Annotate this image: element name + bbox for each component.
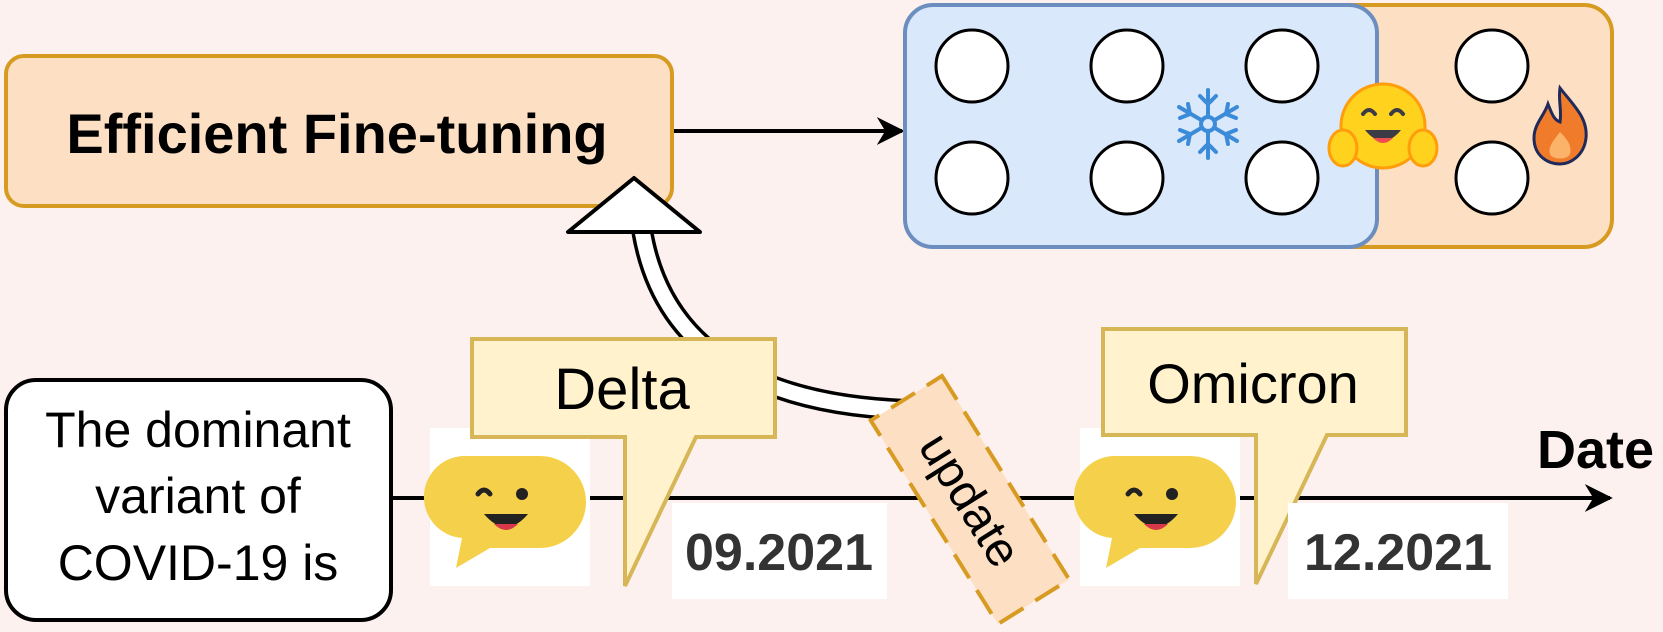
chat-emoji-icon: [1073, 428, 1240, 586]
query-line: variant of: [95, 468, 301, 524]
frozen-neuron: [1089, 140, 1165, 216]
trainable-neuron: [1454, 140, 1530, 216]
chat-emoji-icon: [423, 428, 590, 586]
answer-callout: Omicron: [1101, 327, 1408, 585]
model-panel: [903, 3, 1614, 249]
snowflake-icon: [1177, 88, 1239, 160]
date-tag: 09.2021: [672, 503, 887, 599]
frozen-neuron: [1089, 28, 1165, 104]
update-tag: update: [868, 373, 1072, 627]
axis-label: Date: [1537, 420, 1654, 480]
fine-tuning-box: Efficient Fine-tuning: [4, 54, 674, 208]
answer-callout: Delta: [470, 337, 777, 587]
query-box: The dominant variant of COVID-19 is: [4, 378, 393, 622]
fine-tuning-title: Efficient Fine-tuning: [66, 102, 607, 165]
query-line: COVID-19 is: [58, 535, 339, 591]
frozen-neuron: [1244, 140, 1320, 216]
frozen-neuron: [934, 140, 1010, 216]
frozen-neuron: [1244, 28, 1320, 104]
query-line: The dominant: [45, 402, 351, 458]
date-label: 09.2021: [685, 524, 873, 582]
fire-icon: [1532, 84, 1588, 166]
hugging-face-icon: [1327, 82, 1439, 170]
date-label: 12.2021: [1304, 524, 1492, 582]
answer-label: Omicron: [1147, 352, 1359, 415]
trainable-neuron: [1454, 28, 1530, 104]
frozen-neuron: [934, 28, 1010, 104]
answer-label: Delta: [554, 357, 690, 422]
date-tag: 12.2021: [1288, 503, 1508, 599]
